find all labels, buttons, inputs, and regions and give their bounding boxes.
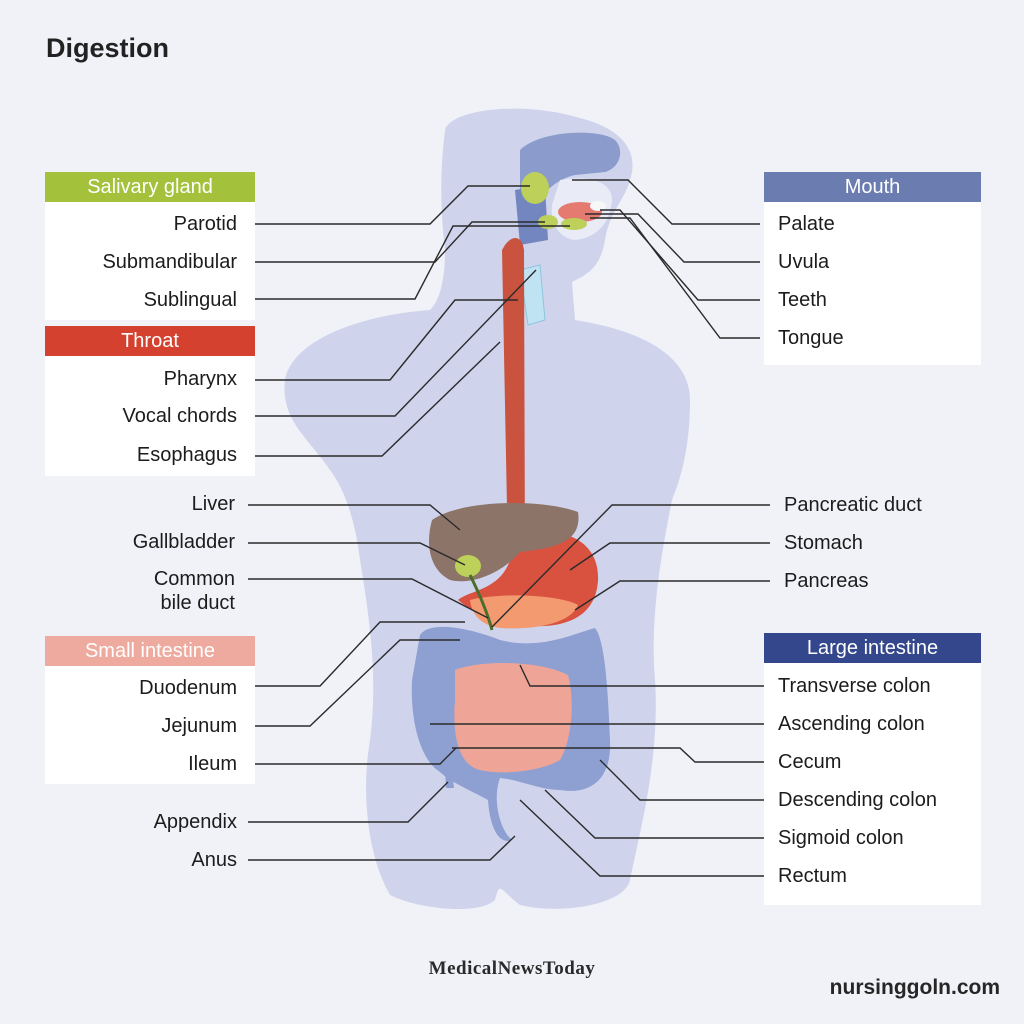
label-duodenum: Duodenum (139, 677, 237, 699)
label-appendix: Appendix (153, 811, 237, 833)
small-intestine-shape (454, 663, 572, 773)
label-cecum: Cecum (778, 751, 842, 773)
label-sigmoid-colon: Sigmoid colon (778, 827, 904, 849)
label-vocal-chords: Vocal chords (122, 405, 237, 427)
label-ileum: Ileum (188, 753, 237, 775)
label-stomach: Stomach (784, 532, 863, 554)
esophagus-tube (502, 238, 525, 560)
label-liver: Liver (191, 493, 235, 515)
small-intestine-header: Small intestine (45, 636, 255, 666)
label-pharynx: Pharynx (163, 368, 237, 390)
parotid-gland (521, 172, 549, 204)
label-parotid: Parotid (173, 213, 237, 235)
label-bile-duct: bile duct (160, 592, 236, 614)
label-jejunum: Jejunum (161, 715, 237, 737)
brand-logo: MedicalNewsToday (428, 958, 596, 979)
page-title: Digestion (46, 33, 170, 63)
label-teeth: Teeth (778, 289, 827, 311)
mouth-header: Mouth (764, 172, 981, 202)
mouth-panel (764, 172, 981, 365)
label-uvula: Uvula (778, 251, 830, 273)
large-intestine-header: Large intestine (764, 633, 981, 663)
gallbladder-shape (455, 555, 481, 577)
pancreas-shape (470, 595, 578, 629)
label-palate: Palate (778, 213, 835, 235)
leader-lines (248, 179, 770, 877)
teeth-shape (590, 201, 606, 211)
large-intestine-panel (764, 633, 981, 905)
label-rectum: Rectum (778, 865, 847, 887)
label-sublingual: Sublingual (143, 289, 237, 311)
label-descending-colon: Descending colon (778, 789, 937, 811)
watermark: nursinggoln.com (829, 976, 1000, 999)
label-transverse-colon: Transverse colon (778, 675, 931, 697)
throat-header: Throat (45, 326, 255, 356)
bile-duct (468, 574, 494, 631)
label-gallbladder: Gallbladder (132, 531, 235, 553)
salivary-gland-header: Salivary gland (45, 172, 255, 202)
label-anus: Anus (191, 849, 237, 871)
label-pancreas: Pancreas (784, 570, 869, 592)
sublingual-gland (561, 218, 587, 230)
label-tongue: Tongue (778, 327, 844, 349)
label-ascending-colon: Ascending colon (778, 713, 925, 735)
label-common: Common (153, 568, 235, 590)
label-pancreatic-duct: Pancreatic duct (784, 494, 922, 516)
label-esophagus: Esophagus (136, 444, 237, 466)
label-submandibular: Submandibular (102, 251, 237, 273)
